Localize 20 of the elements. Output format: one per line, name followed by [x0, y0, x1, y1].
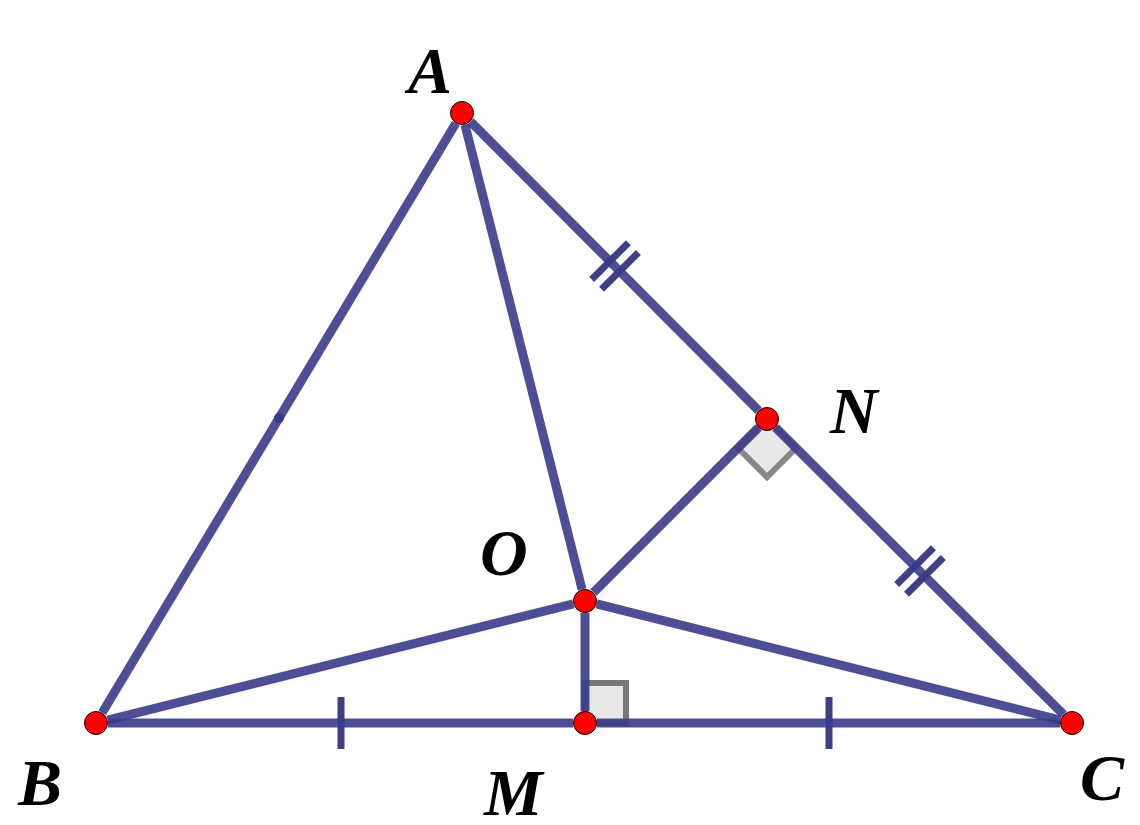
point-dot [450, 101, 474, 125]
line-segment [772, 424, 1067, 718]
point-label: O [480, 520, 528, 586]
point-label: C [1080, 745, 1125, 811]
line-segment [597, 718, 1060, 728]
point-label: B [18, 750, 63, 816]
point-label: N [830, 378, 878, 444]
line-segment [590, 424, 762, 596]
point-dot [84, 711, 108, 735]
line-segment [467, 118, 762, 414]
point-dot [1060, 711, 1084, 735]
line-segment [98, 120, 460, 716]
point-dot [573, 589, 597, 613]
line-segment [580, 613, 590, 711]
line-segment [595, 599, 1062, 725]
line-segment [106, 599, 575, 725]
line-segment [108, 718, 573, 728]
point-dot [573, 711, 597, 735]
line-segment [460, 123, 587, 591]
point-label: M [484, 760, 543, 825]
